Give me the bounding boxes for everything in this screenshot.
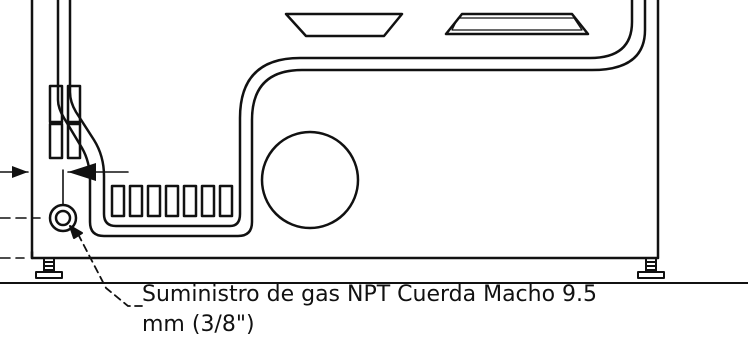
bottom-slots <box>110 184 234 218</box>
top-vents <box>284 12 590 38</box>
right-foot <box>637 257 665 279</box>
cabinet-body <box>30 0 660 260</box>
callout-line-1: Suministro de gas NPT Cuerda Macho 9.5 <box>142 282 598 307</box>
round-port <box>260 130 360 230</box>
callout-leader <box>69 225 143 307</box>
dimension-marks <box>0 163 129 259</box>
left-foot <box>35 257 63 279</box>
left-slots <box>48 84 82 160</box>
callout-line-2: mm (3/8") <box>142 312 255 337</box>
gas-supply-callout: Suministro de gas NPT Cuerda Macho 9.5 m… <box>142 280 742 340</box>
